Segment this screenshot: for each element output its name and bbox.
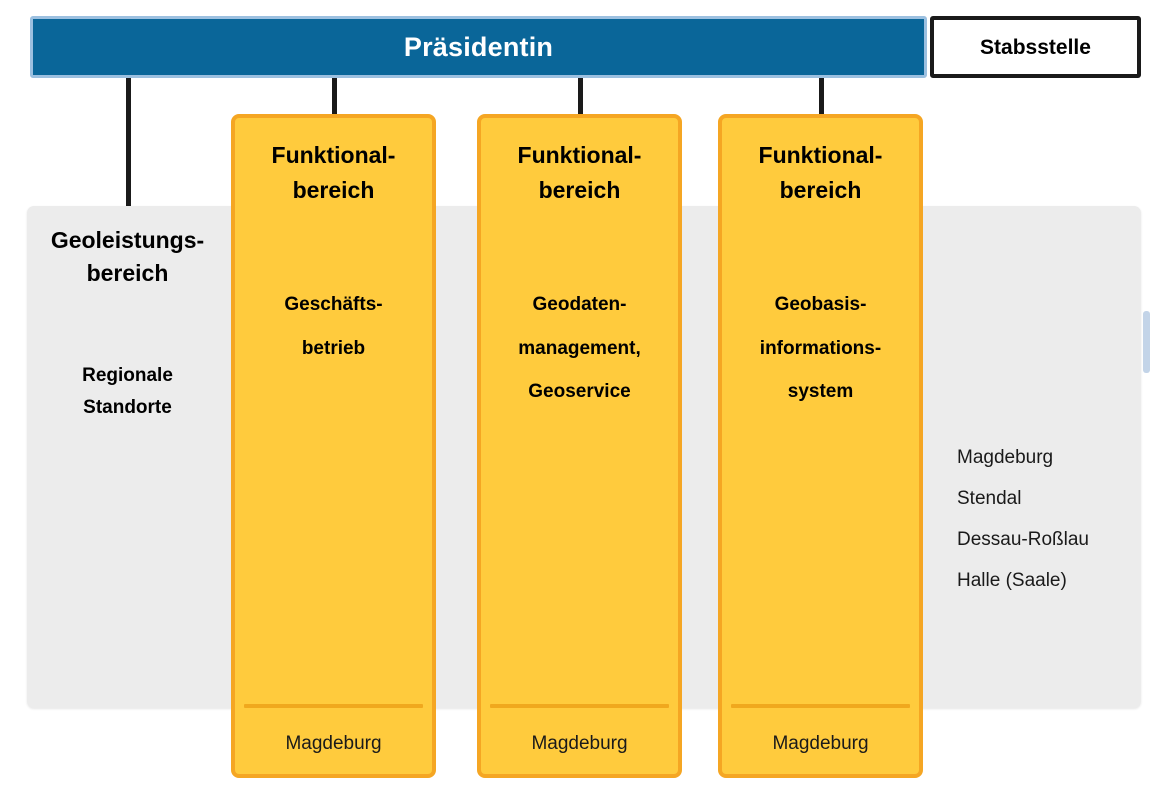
list-item: Halle (Saale) [957,570,1067,591]
list-item: Magdeburg [957,447,1054,468]
president-label: Präsidentin [403,31,554,62]
functional-area-1-body-line2: betrieb [301,337,366,359]
functional-area-2-heading-line2: bereich [538,176,621,203]
geo-service-area-subtitle: Regionale Standorte [30,360,225,424]
functional-area-1-location: Magdeburg [285,733,382,754]
connector-line-functional-area-3 [819,78,824,118]
geo-service-area-title: Geoleistungs- bereich [30,224,225,289]
functional-area-1-body-line1: Geschäfts- [284,294,383,315]
president-box[interactable]: Präsidentin [30,16,927,78]
functional-area-1-heading-line2: bereich [292,176,375,203]
geo-service-area-subtitle-line1: Regionale [82,365,173,386]
functional-area-2-body-line1: Geodaten- [532,294,627,315]
functional-area-3-divider [731,704,910,708]
geo-service-area-subtitle-line2: Standorte [83,396,172,418]
functional-area-2-body: Geodaten- management, Geoservice [487,283,672,414]
functional-area-3-location: Magdeburg [772,733,869,754]
geo-service-area-title-line1: Geoleistungs- [50,227,205,253]
staff-unit-label: Stabsstelle [980,35,1091,59]
functional-area-3-body-line2: informations- [759,337,882,359]
functional-area-2-heading: Funktional- bereich [481,138,678,207]
connector-line-functional-area-2 [578,78,583,118]
panel-edge-handle[interactable] [1143,311,1150,373]
functional-area-2-body-line3: Geoservice [528,381,631,403]
functional-area-2-body-line2: management, [518,337,641,359]
connector-line-functional-area-1 [332,78,337,118]
functional-area-column-3[interactable]: Funktional- bereich Geobasis- informatio… [718,114,923,778]
functional-area-3-body: Geobasis- informations- system [728,283,913,414]
functional-area-1-body: Geschäfts- betrieb [241,283,426,370]
functional-area-1-heading-line1: Funktional- [271,142,396,168]
functional-area-3-body-line3: system [787,381,854,403]
list-item: Stendal [957,488,1022,509]
functional-area-2-heading-line1: Funktional- [517,142,642,168]
functional-area-1-heading: Funktional- bereich [235,138,432,207]
connector-line-geo-service-area [126,78,131,209]
functional-area-2-divider [490,704,669,708]
regional-locations-list: Magdeburg Stendal Dessau-Roßlau Halle (S… [957,448,1147,612]
functional-area-2-location: Magdeburg [531,733,628,754]
staff-unit-box[interactable]: Stabsstelle [930,16,1141,78]
functional-area-column-2[interactable]: Funktional- bereich Geodaten- management… [477,114,682,778]
functional-area-1-divider [244,704,423,708]
functional-area-3-heading-line1: Funktional- [758,142,883,168]
functional-area-3-heading: Funktional- bereich [722,138,919,207]
functional-area-3-body-line1: Geobasis- [774,294,867,315]
functional-area-3-heading-line2: bereich [779,176,862,203]
functional-area-column-1[interactable]: Funktional- bereich Geschäfts- betrieb M… [231,114,436,778]
list-item: Dessau-Roßlau [957,529,1089,550]
geo-service-area-title-line2: bereich [86,259,169,286]
